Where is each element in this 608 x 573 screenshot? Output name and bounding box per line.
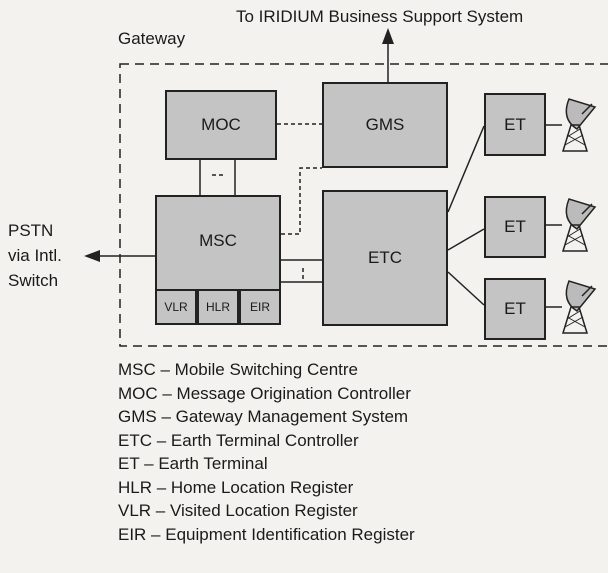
uplink-arrowhead	[382, 28, 394, 44]
vlr-box: VLR	[155, 289, 197, 325]
pstn-line: Switch	[8, 271, 59, 290]
gateway-label: Gateway	[118, 29, 186, 48]
pstn-arrowhead	[84, 250, 100, 262]
moc-box: MOC	[165, 90, 277, 160]
bss-label: To IRIDIUM Business Support System	[236, 7, 524, 26]
satellite-dish-icon	[561, 280, 597, 334]
legend: MSC – Mobile Switching Centre MOC – Mess…	[118, 358, 415, 546]
gms-label: GMS	[365, 115, 405, 134]
legend-item: VLR – Visited Location Register	[118, 501, 358, 520]
pstn-line: PSTN	[8, 221, 54, 240]
satellite-dish-icon	[561, 198, 597, 252]
hlr-label: HLR	[205, 300, 230, 314]
legend-item: ETC – Earth Terminal Controller	[118, 430, 359, 450]
etc-label: ETC	[368, 248, 402, 267]
moc-label: MOC	[201, 115, 241, 134]
et-label: ET	[504, 217, 526, 236]
satellite-dish-icon	[561, 98, 597, 152]
eir-box: EIR	[239, 289, 281, 325]
legend-item: HLR – Home Location Register	[118, 477, 354, 497]
gms-box: GMS	[322, 82, 448, 168]
msc-label: MSC	[199, 231, 237, 250]
vlr-label: VLR	[164, 300, 188, 314]
eir-label: EIR	[249, 300, 270, 314]
etc-box: ETC	[322, 190, 448, 326]
et-box-2: ET	[484, 196, 546, 258]
et-box-3: ET	[484, 278, 546, 340]
legend-item: GMS – Gateway Management System	[118, 407, 409, 426]
et-label: ET	[504, 299, 526, 318]
et-box-1: ET	[484, 93, 546, 156]
hlr-box: HLR	[197, 289, 239, 325]
et-label: ET	[504, 114, 526, 134]
legend-item: MOC – Message Origination Controller	[118, 383, 411, 403]
legend-item: EIR – Equipment Identification Register	[118, 524, 415, 544]
legend-item: MSC – Mobile Switching Centre	[118, 360, 358, 379]
pstn-label: PSTN via Intl. Switch	[8, 218, 62, 293]
pstn-line: via Intl.	[8, 246, 62, 265]
legend-item: ET – Earth Terminal	[118, 454, 268, 473]
